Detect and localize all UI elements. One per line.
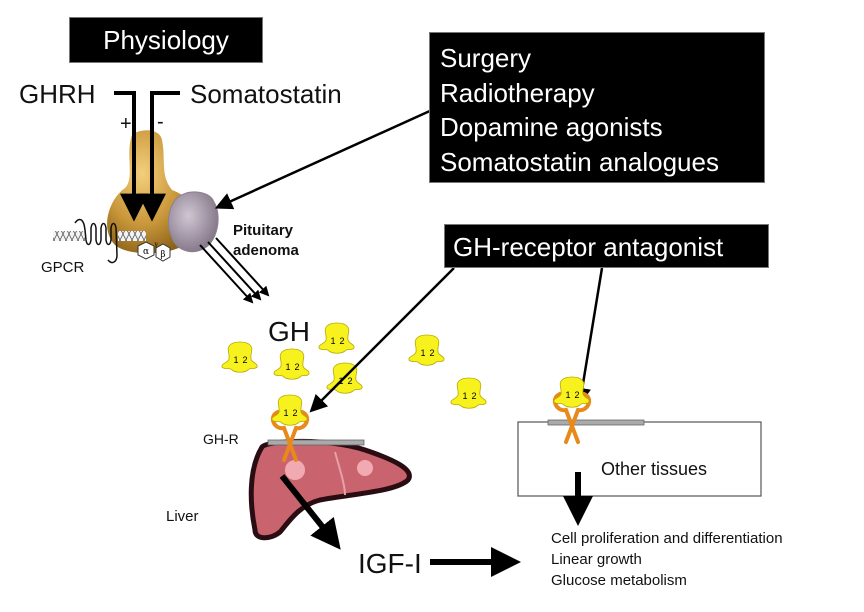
binding-site-2: 2: [292, 408, 297, 418]
gh-molecules: 121212121212: [221, 322, 487, 409]
outcome-glucose-metabolism: Glucose metabolism: [551, 572, 687, 589]
binding-site-1: 1: [285, 362, 290, 372]
physiology-label: Physiology: [103, 25, 229, 55]
antagonist-arrow-liver: [309, 267, 455, 413]
physiology-box: Physiology: [69, 17, 263, 63]
liver-label: Liver: [166, 508, 199, 525]
ghrh-label: GHRH: [19, 79, 96, 109]
adenoma-label: Pituitary adenoma: [233, 221, 299, 261]
other-tissues-box: [517, 421, 762, 497]
alpha-label: α: [143, 247, 149, 257]
binding-site-1: 1: [565, 390, 570, 400]
therapy-arrow: [214, 108, 433, 210]
outcome-cell-proliferation: Cell proliferation and differentiation: [551, 530, 783, 547]
binding-site-2: 2: [471, 391, 476, 401]
outcomes-list: Cell proliferation and differentiation L…: [551, 528, 783, 591]
therapy-box: Surgery Radiotherapy Dopamine agonists S…: [429, 32, 765, 183]
gh-receptor-antagonist-box: GH-receptor antagonist: [444, 224, 769, 268]
somatostatin-label: Somatostatin: [190, 79, 342, 109]
ghr-membrane-tissue: [547, 419, 645, 426]
binding-site-1: 1: [233, 355, 238, 365]
receptor-chains: [270, 410, 310, 462]
binding-site-1: 1: [283, 408, 288, 418]
igf-label: IGF-I: [358, 548, 422, 579]
binding-site-2: 2: [339, 336, 344, 346]
gh-secretion-arrows: [199, 237, 270, 304]
therapy-radiotherapy: Radiotherapy: [440, 77, 595, 108]
cell-membrane-right: [118, 231, 146, 241]
outcome-linear-growth: Linear growth: [551, 551, 642, 568]
minus-sign: -: [157, 111, 164, 133]
gamma-label: γ: [154, 241, 158, 248]
binding-site-2: 2: [347, 376, 352, 386]
binding-site-1: 1: [420, 348, 425, 358]
binding-site-1: 1: [462, 391, 467, 401]
g-protein-alpha: [137, 241, 155, 260]
antagonist-arrow-tissue: [573, 267, 604, 406]
binding-site-2: 2: [294, 362, 299, 372]
therapy-somatostatin-analogues: Somatostatin analogues: [440, 146, 719, 177]
ghr-membrane-liver: [267, 439, 365, 446]
therapy-dopamine-agonists: Dopamine agonists: [440, 112, 663, 142]
liver-icon: [248, 438, 412, 541]
antagonist-label: GH-receptor antagonist: [453, 232, 724, 262]
receptor-chains: [552, 392, 592, 444]
plus-sign: +: [120, 113, 132, 135]
binding-site-2: 2: [242, 355, 247, 365]
gpcr-icon: [74, 218, 118, 264]
gpcr-label: GPCR: [41, 259, 85, 276]
liver-to-igf-arrow: [279, 474, 341, 550]
beta-label: β: [160, 250, 165, 260]
binding-site-2: 2: [574, 390, 579, 400]
other-tissues-label: Other tissues: [601, 459, 708, 479]
adenoma-label-line1: Pituitary: [233, 222, 294, 239]
cell-membrane-left: [53, 231, 85, 241]
binding-site-2: 2: [429, 348, 434, 358]
binding-site-1: 1: [330, 336, 335, 346]
g-protein-beta: [155, 243, 171, 262]
ghr-label: GH-R: [203, 431, 239, 447]
pituitary-adenoma: [167, 191, 219, 253]
therapy-surgery: Surgery: [440, 43, 532, 73]
gh-label: GH: [268, 316, 310, 347]
adenoma-label-line2: adenoma: [233, 242, 299, 259]
